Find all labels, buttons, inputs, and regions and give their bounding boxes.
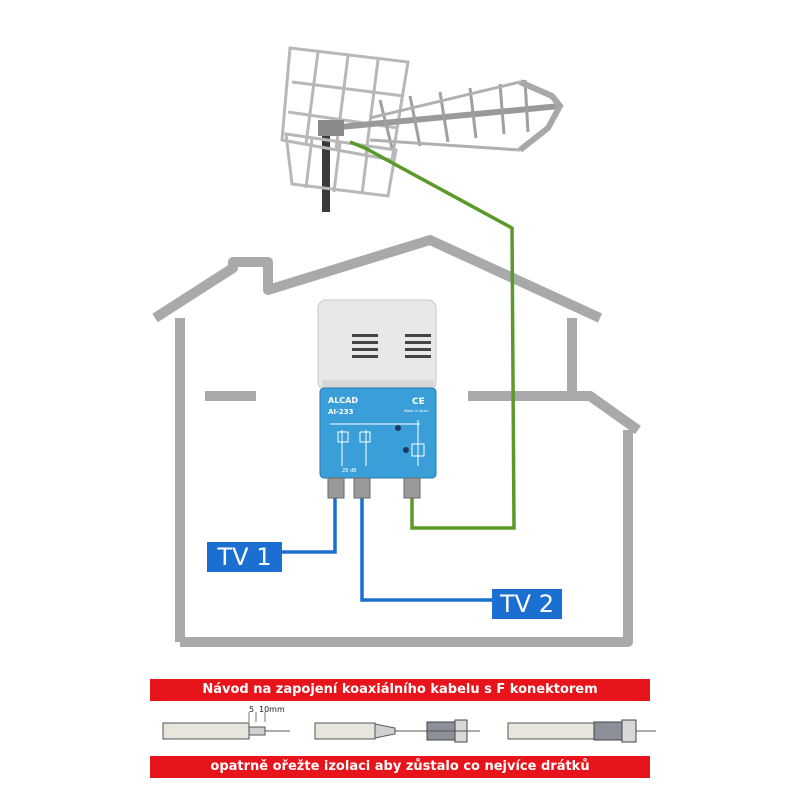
cable-step-2 <box>314 719 480 743</box>
amplifier <box>317 299 437 499</box>
house-outline <box>152 235 641 647</box>
tv2-label: TV 2 <box>492 589 562 619</box>
instructions-title: Návod na zapojení koaxiálního kabelu s F… <box>150 679 650 701</box>
tv1-cable <box>282 496 337 554</box>
instructions-note: opatrně ořežte izolaci aby zůstalo co ne… <box>150 756 650 778</box>
dimension-10mm: 10mm <box>259 705 285 714</box>
tv2-cable <box>360 496 492 602</box>
gain-label: 28 dB <box>342 468 357 474</box>
tv-antenna <box>280 46 564 212</box>
antenna-cable <box>349 140 516 530</box>
cable-step-3 <box>507 719 656 743</box>
made-in-label: Made in Spain <box>404 409 429 413</box>
ce-mark: CE <box>412 397 425 407</box>
dimension-5: 5 <box>249 705 254 714</box>
tv1-label: TV 1 <box>207 542 282 572</box>
amplifier-brand: ALCAD <box>328 396 358 405</box>
amplifier-model: AI-233 <box>328 408 354 416</box>
cable-step-1 <box>162 712 290 740</box>
